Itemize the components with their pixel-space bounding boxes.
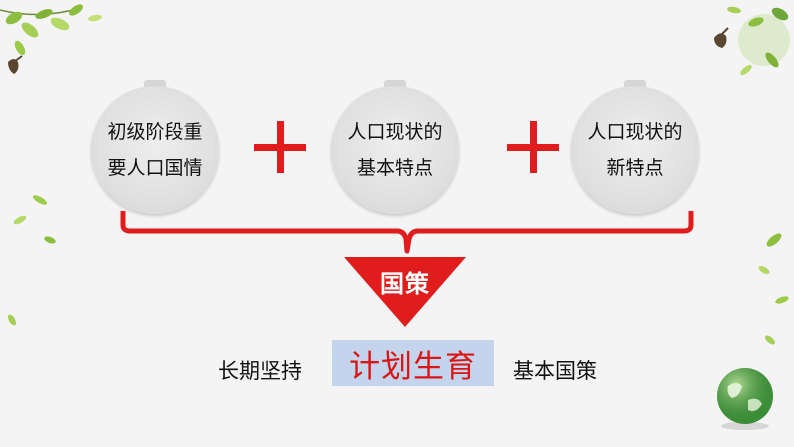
circle-line-2: 新特点 xyxy=(606,157,664,179)
decorative-leaves-right xyxy=(758,233,789,345)
policy-label: 国策 xyxy=(380,270,430,298)
circle-line-1: 人口现状的 xyxy=(587,121,683,143)
decorative-leaves-top-left xyxy=(0,4,102,74)
plus-sign-2 xyxy=(507,121,559,173)
globe-icon xyxy=(717,368,773,430)
concept-circle-1: 初级阶段重 要人口国情 xyxy=(91,80,219,216)
circle-body: 人口现状的 基本特点 xyxy=(331,86,459,214)
circle-text: 初级阶段重 要人口国情 xyxy=(107,114,202,186)
circle-line-2: 要人口国情 xyxy=(107,157,203,179)
circle-line-1: 初级阶段重 xyxy=(107,121,203,143)
decorative-leaves-top-right xyxy=(714,6,790,76)
highlight-text: 计划生育 xyxy=(349,349,477,385)
decorative-leaves-left xyxy=(8,195,56,326)
circle-body: 人口现状的 新特点 xyxy=(571,86,699,214)
plus-sign-1 xyxy=(254,121,306,173)
circle-line-2: 基本特点 xyxy=(356,157,433,179)
summary-brace xyxy=(120,211,694,254)
circle-text: 人口现状的 基本特点 xyxy=(347,114,442,186)
circle-line-1: 人口现状的 xyxy=(347,121,443,143)
bottom-left-text: 长期坚持 xyxy=(218,359,302,383)
circle-body: 初级阶段重 要人口国情 xyxy=(91,86,219,214)
highlight-box xyxy=(332,340,494,386)
circle-text: 人口现状的 新特点 xyxy=(587,114,682,186)
policy-arrow-triangle xyxy=(344,257,466,327)
bottom-right-text: 基本国策 xyxy=(513,359,597,383)
concept-circle-2: 人口现状的 基本特点 xyxy=(331,80,459,216)
concept-circle-3: 人口现状的 新特点 xyxy=(571,80,699,216)
